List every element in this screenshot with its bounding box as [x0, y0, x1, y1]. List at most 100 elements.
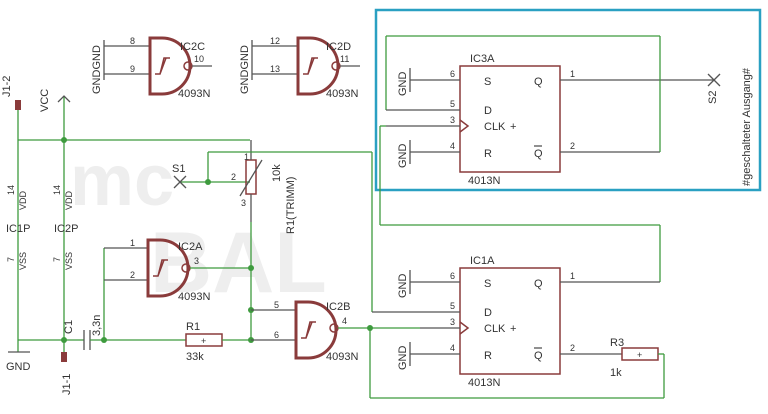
ic1a-gnd1: GND	[397, 274, 409, 299]
ic3a-pin-s: 6	[450, 69, 455, 79]
ic3a-s: S	[484, 76, 491, 88]
ic2p-power: 14 VDD IC2P 7 VSS	[52, 185, 78, 270]
ic3a-type: 4013N	[468, 175, 500, 187]
ic2b-name: IC2B	[326, 301, 350, 313]
ic3a-gnd1: GND	[397, 72, 409, 97]
ic2a-name: IC2A	[178, 241, 203, 253]
ic2a-pin-b: 2	[130, 270, 135, 280]
s2-name: S2	[707, 91, 719, 104]
r1-plus: +	[201, 336, 206, 346]
s2-cross-b	[707, 73, 721, 87]
ic3a-r: R	[484, 148, 492, 160]
ic3a-pin-r: 4	[450, 141, 455, 151]
ic3a-clk-symbol	[459, 119, 470, 133]
ic1a-qn: Q	[534, 350, 543, 362]
r1-name: R1	[186, 321, 200, 333]
ic1a-r: R	[484, 350, 492, 362]
ic2a-pin-out: 3	[194, 256, 199, 266]
ic1a-pin-clk: 3	[450, 317, 455, 327]
ic1p-power: 14 VDD IC1P 7 VSS	[6, 185, 30, 270]
gate-ic2d: 12 13 11 IC2D 4093N GNDGND	[239, 36, 360, 100]
j1-1-terminal	[61, 352, 67, 362]
ic1a-q: Q	[534, 278, 543, 290]
s2-output-label: #geschalteter Ausgang#	[741, 67, 753, 186]
ic2c-pin-out: 10	[194, 54, 204, 64]
ic3a-q: Q	[534, 76, 543, 88]
ic1p-name: IC1P	[6, 223, 30, 235]
r3-plus: +	[637, 350, 642, 360]
rc-network: + C1 3,3n R1 33k	[63, 315, 251, 363]
ic3a-clk-plus: +	[510, 121, 516, 133]
ic3a-pin-clk: 3	[450, 115, 455, 125]
trimmer-arrow	[239, 159, 263, 197]
vcc-arrow	[57, 95, 71, 103]
gate-ic2c: 8 9 10 IC2C 4093N GNDGND	[91, 36, 212, 100]
r1-trim-pin3: 3	[241, 198, 246, 208]
r1-value: 33k	[186, 351, 204, 363]
j1-1-label: J1-1	[61, 374, 73, 395]
ic2c-type: 4093N	[178, 88, 210, 100]
r1-trim-name: R1(TRIMM)	[285, 177, 297, 234]
ic3a-pin-d: 5	[450, 99, 455, 109]
ic2d-type: 4093N	[326, 88, 358, 100]
ic3a-clk: CLK	[484, 121, 506, 133]
r3-name: R3	[610, 337, 624, 349]
ic2b-pin-b: 6	[274, 330, 279, 340]
ic1p-vss-pin: 7	[6, 257, 16, 262]
ic2p-name: IC2P	[54, 223, 78, 235]
ic1a-gnd2: GND	[397, 346, 409, 371]
ic2a-type: 4093N	[178, 291, 210, 303]
c1-name: C1	[63, 320, 75, 334]
ic3a-body	[459, 65, 561, 173]
ic2b-pin-out: 4	[342, 316, 347, 326]
ic2a-pin-a: 1	[130, 238, 135, 248]
ic1a-clk-symbol	[459, 321, 470, 335]
r3-value: 1k	[610, 367, 622, 379]
s1-name: S1	[172, 163, 185, 175]
ic1a-name: IC1A	[470, 255, 495, 267]
r1-trim-pin2: 2	[231, 172, 236, 182]
c1-value: 3,3n	[91, 315, 103, 336]
ic3a-gnd2: GND	[397, 144, 409, 169]
ic1a-pin-r: 4	[450, 343, 455, 353]
vcc-label: VCC	[39, 89, 51, 112]
gate-ic2b: 5 6 4 IC2B 4093N	[251, 300, 420, 363]
j1-2-terminal	[15, 100, 21, 110]
ic3a-pin-q: 1	[570, 69, 575, 79]
highlight-box-ic3a	[374, 8, 762, 192]
ic1p-vdd-pin: 14	[6, 185, 16, 195]
r1-trim-value: 10k	[271, 164, 283, 182]
ic2d-pin-out: 11	[340, 54, 349, 64]
ic2p-vss-pin: 7	[52, 257, 62, 262]
power-rails: J1-2 VCC GND J1-1	[1, 76, 250, 395]
gate-ic2a: 1 2 3 IC2A 4093N	[103, 238, 251, 340]
ic3a-pin-qn: 2	[570, 141, 575, 151]
ic1a-d: D	[484, 307, 492, 319]
ic2c-pin-a: 8	[130, 36, 135, 46]
ic2d-pin-a: 12	[270, 36, 280, 46]
ic1a-pin-d: 5	[450, 301, 455, 311]
ic1a-pin-s: 6	[450, 271, 455, 281]
ic1a-body	[459, 267, 561, 375]
watermark: mc BAL	[70, 141, 327, 311]
ic2c-name: IC2C	[180, 41, 205, 53]
flipflop-ic1a: + IC1A 4013N S D CLK + R Q Q 6 5 3 4 1 2…	[250, 125, 665, 399]
ic2p-vss: VSS	[64, 252, 74, 270]
j1-2-label: J1-2	[1, 76, 13, 97]
ic1p-vdd: VDD	[18, 190, 28, 210]
s1-trimmer: S1 1 2 3 10k R1(TRIMM)	[172, 140, 297, 234]
ic2b-pin-a: 5	[274, 300, 279, 310]
flipflop-ic3a: IC3A 4013N S D CLK + R Q Q 6 5 3 4 1 2 G…	[385, 35, 753, 187]
ic2p-vdd-pin: 14	[52, 185, 62, 195]
ic3a-qn: Q	[534, 148, 543, 160]
ic2d-gnd: GNDGND	[239, 45, 251, 94]
ic1a-clk: CLK	[484, 323, 506, 335]
ic3a-d: D	[484, 105, 492, 117]
ic1p-vss: VSS	[18, 252, 28, 270]
ic2d-name: IC2D	[326, 41, 351, 53]
ic2c-gnd: GNDGND	[91, 45, 103, 94]
ic1a-s: S	[484, 278, 491, 290]
ic1a-clk-plus: +	[510, 323, 516, 335]
ic2d-pin-b: 13	[270, 64, 280, 74]
